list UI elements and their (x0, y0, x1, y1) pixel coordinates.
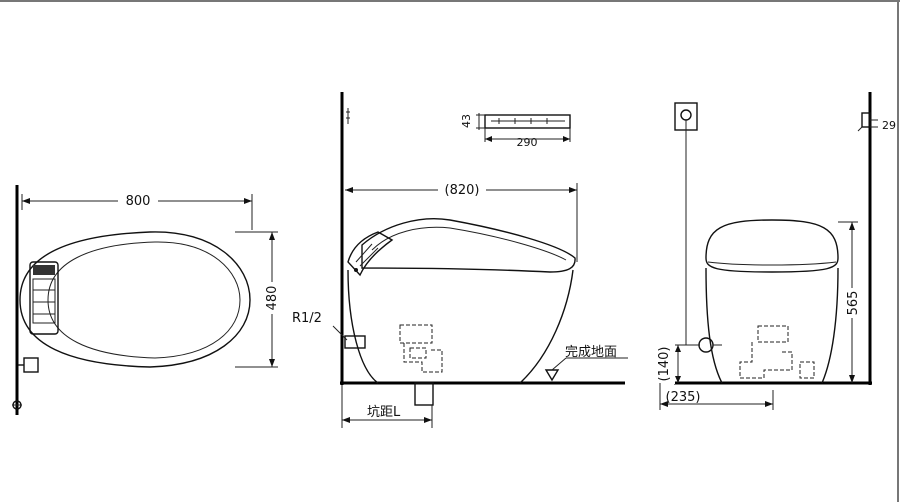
top-view: 800 480 (12, 185, 281, 415)
seat-lid-profile (361, 218, 576, 273)
water-inlet-top (12, 357, 39, 410)
height-label: 565 (846, 291, 861, 316)
side-control-unit (347, 231, 394, 277)
wall-offset-label: 29 (882, 119, 896, 132)
inlet-label: R1/2 (292, 311, 322, 326)
control-unit (29, 261, 59, 335)
top-depth-label: 480 (265, 286, 280, 311)
back-seat-line (707, 261, 837, 266)
rough-in-dimension: 坑距L (341, 385, 433, 428)
control-panel-detail: 43 290 (460, 113, 571, 149)
width-dimension: 800 (21, 192, 253, 230)
wall-anchor (346, 108, 350, 124)
back-body-outline (705, 267, 839, 384)
floor-label: 完成地面 (565, 345, 617, 360)
panel-height-label: 43 (460, 114, 473, 128)
side-drain-trap (399, 324, 443, 406)
back-wall-socket (674, 102, 698, 345)
inlet-height-dimension: (140) (657, 344, 700, 384)
depth-dimension: 480 (235, 231, 281, 368)
back-view: 29 565 (140) (657, 92, 896, 410)
bowl-body-outline (347, 269, 574, 384)
side-water-inlet: R1/2 (292, 311, 366, 349)
length-label: (820) (445, 183, 480, 198)
seat-outline (19, 231, 251, 368)
top-width-label: 800 (126, 194, 151, 209)
length-dimension: (820) (345, 181, 578, 262)
height-dimension: 565 (838, 221, 861, 383)
floor-callout: 完成地面 (544, 345, 628, 382)
inlet-offset-label: (235) (666, 390, 701, 405)
lid-outline (47, 241, 241, 359)
inlet-height-label: (140) (657, 347, 672, 382)
back-seat-profile (705, 219, 839, 273)
inlet-offset-dimension: (235) (659, 383, 774, 410)
side-view: R1/2 (820) 43 290 (292, 92, 628, 428)
rough-in-label: 坑距L (367, 405, 401, 420)
panel-width-label: 290 (517, 136, 538, 149)
back-wall-bracket: 29 (857, 112, 896, 132)
back-drain-trap (739, 325, 815, 379)
lid-inner-line (371, 226, 567, 261)
